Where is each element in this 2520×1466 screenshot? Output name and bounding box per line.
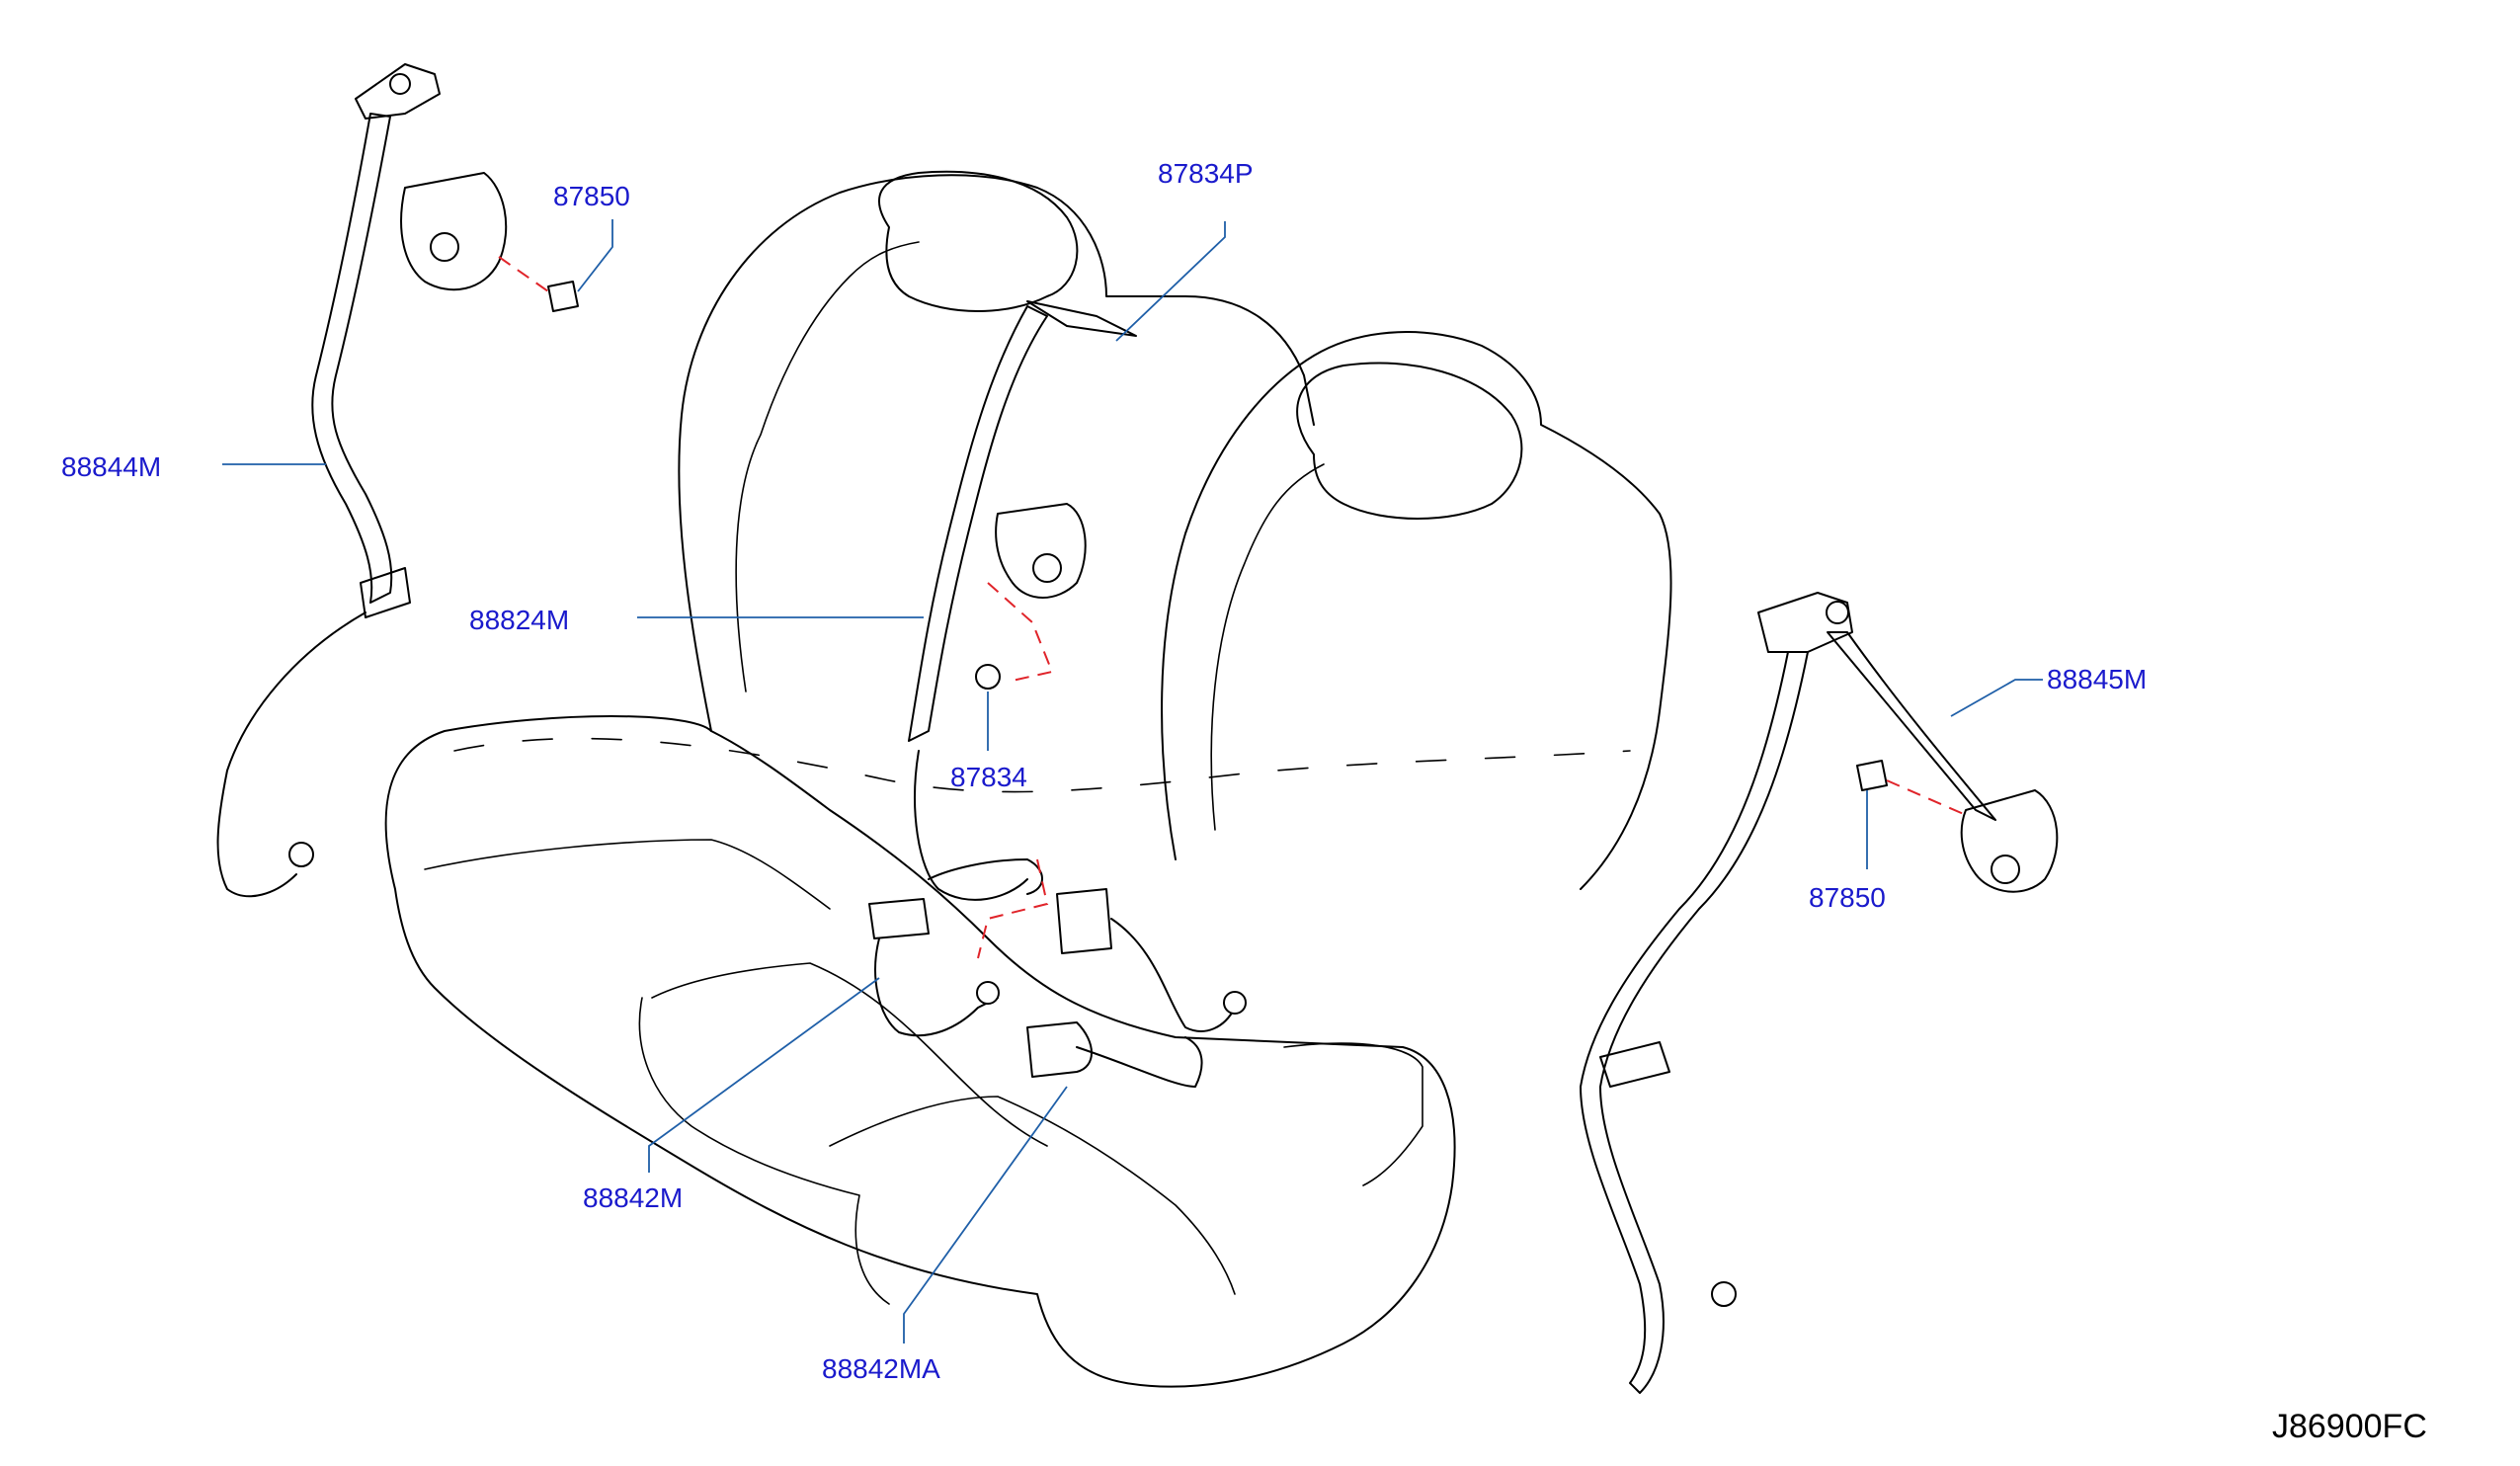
right-bolt-attach-line [1886,779,1967,816]
left-lower-bolt [288,842,314,867]
label-87850-right[interactable]: 87850 [1809,882,1886,913]
buckle-88842MA-strap [1076,1036,1203,1088]
seat-cushion-seam-left [424,839,831,910]
right-bolt-87850 [1856,760,1888,791]
left-seat-back [678,174,1315,732]
buckle-assemblies [868,888,1247,1088]
center-belt-assembly [908,300,1137,959]
right-top-anchor [1757,592,1853,653]
left-belt-lower [216,611,366,898]
seat-cushion-seam-right [829,1096,1236,1295]
center-belt-webbing [908,305,1048,742]
left-retractor [400,172,508,291]
seat-cushion-front-edge [638,997,890,1305]
center-nut [975,664,1001,690]
right-lower-bolt [1711,1281,1737,1307]
rear-seat-illustration [384,170,1672,1388]
right-belt-assembly [1580,592,2059,1394]
left-top-anchor [355,63,441,120]
buckle-88842M [868,898,930,939]
right-top-anchor-bolt [1826,601,1849,624]
left-top-anchor-bolt [389,73,411,95]
right-belt-webbing-long [1580,651,1809,1394]
left-bolt-attach-line [498,256,549,292]
label-88842MA[interactable]: 88842MA [822,1353,940,1384]
right-belt-webbing-diagonal [1827,631,1996,821]
label-87834[interactable]: 87834 [950,762,1027,792]
left-headrest [878,170,1079,312]
center-attach-line [987,582,1054,683]
seat-cushion-side [1283,1042,1423,1186]
seat-hidden-edge [453,737,1631,793]
center-anchor-strap [928,858,1043,895]
right-headrest [1296,362,1523,520]
label-87850-left[interactable]: 87850 [553,181,630,211]
right-retractor-hub [1991,855,2020,884]
buckle-middle [1056,888,1112,954]
center-retractor [995,503,1087,599]
label-87834P[interactable]: 87834P [1158,158,1254,189]
right-belt-guide [1599,1041,1670,1088]
buckle-88842M-strap [874,937,999,1037]
drawing-code: J86900FC [2272,1408,2427,1445]
left-seat-back-inner [735,241,920,692]
label-88842M[interactable]: 88842M [583,1182,683,1213]
right-seat-back [1161,331,1672,890]
label-88844M[interactable]: 88844M [61,451,161,482]
buckle-88842M-bolt [976,981,1000,1005]
leader-88842M [648,977,880,1173]
seat-cushion [384,715,1456,1388]
center-retractor-hub [1032,553,1062,583]
left-belt-assembly [216,63,579,898]
label-88824M[interactable]: 88824M [469,605,569,635]
part-labels: 87850 87834P 88844M 88824M 87834 88845M … [61,158,2147,1384]
leader-87850-left [577,219,613,292]
leader-88842MA [903,1086,1068,1344]
right-seat-back-inner [1210,463,1325,831]
buckle-88842MA-bolt [1223,991,1247,1015]
left-belt-webbing [311,113,393,604]
right-retractor [1960,789,2059,893]
center-belt-top-guide [1026,300,1137,337]
center-belt-lower [914,750,1028,901]
buckle-88842MA [1026,1021,1093,1078]
leader-lines [222,219,2043,1344]
leader-88845M [1950,679,2043,717]
label-88845M[interactable]: 88845M [2047,664,2147,694]
left-retractor-hub [430,232,459,262]
center-lower-attach-line [977,858,1049,959]
buckle-middle-strap [1110,918,1236,1032]
left-bolt-87850 [547,281,579,312]
leader-87834P [1115,221,1226,342]
left-belt-guide [360,567,411,618]
